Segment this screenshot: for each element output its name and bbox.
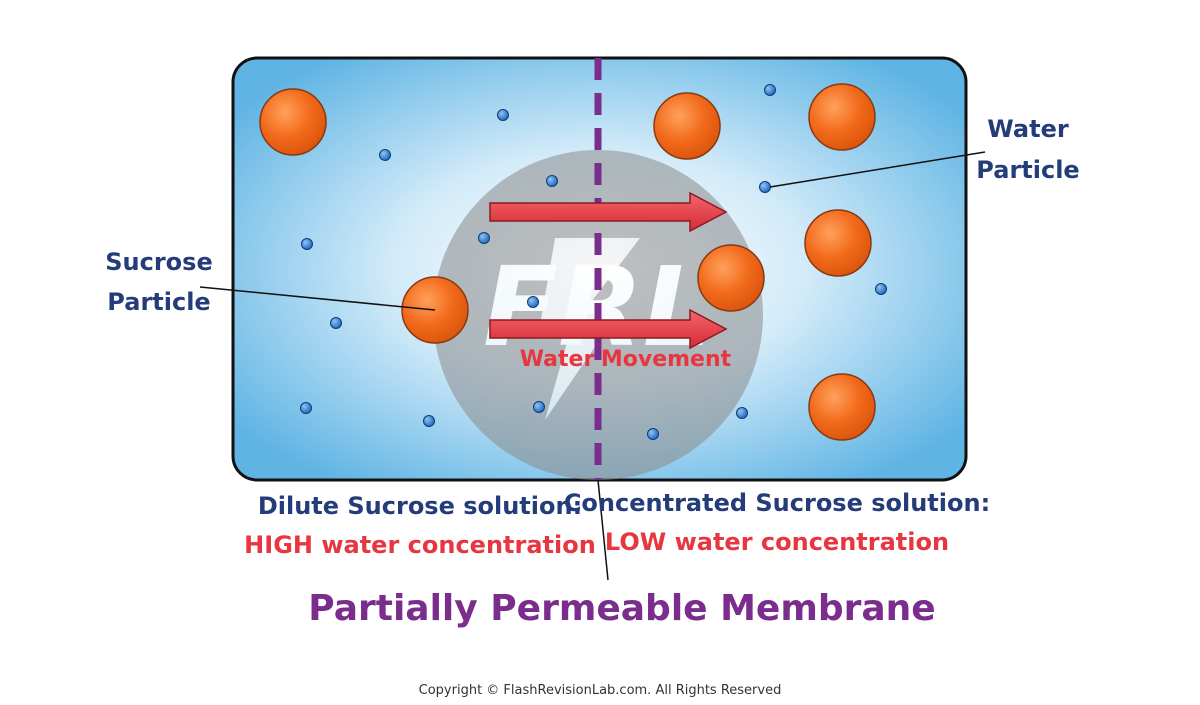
water-particle bbox=[546, 175, 558, 187]
water-particle bbox=[875, 283, 887, 295]
water-particle bbox=[497, 109, 509, 121]
arrow-lower bbox=[489, 308, 728, 350]
water-particle bbox=[647, 428, 659, 440]
water-movement-arrows bbox=[489, 191, 728, 350]
water-particle bbox=[330, 317, 342, 329]
water-particle bbox=[423, 415, 435, 427]
arrow-upper bbox=[489, 191, 728, 233]
sucrose-particle bbox=[697, 244, 765, 312]
sucrose-particle bbox=[259, 88, 327, 156]
sucrose-particle bbox=[808, 373, 876, 441]
water-particle bbox=[764, 84, 776, 96]
sucrose-particle bbox=[808, 83, 876, 151]
dilute-solution-title: Dilute Sucrose solution: bbox=[258, 492, 582, 520]
concentrated-solution-subtitle: LOW water concentration bbox=[605, 528, 949, 556]
water-particles bbox=[300, 84, 887, 440]
water-particle bbox=[301, 238, 313, 250]
sucrose-particle-label-line1: Sucrose bbox=[105, 248, 212, 276]
water-particle bbox=[759, 181, 771, 193]
membrane-label: Partially Permeable Membrane bbox=[308, 588, 935, 629]
membrane-pointer-line bbox=[597, 479, 609, 581]
water-particle bbox=[736, 407, 748, 419]
dilute-solution-subtitle: HIGH water concentration bbox=[244, 531, 596, 559]
water-movement-label-left: Water bbox=[520, 347, 595, 372]
concentrated-solution-title: Concentrated Sucrose solution: bbox=[564, 489, 990, 517]
water-particle bbox=[478, 232, 490, 244]
water-particle bbox=[379, 149, 391, 161]
sucrose-particle bbox=[653, 92, 721, 160]
water-movement-label-right: Movement bbox=[601, 347, 732, 372]
sucrose-particle-pointer-line bbox=[199, 286, 436, 311]
water-particle-label-line2: Particle bbox=[976, 156, 1079, 184]
sucrose-particle bbox=[804, 209, 872, 277]
water-particle bbox=[533, 401, 545, 413]
water-particle bbox=[527, 296, 539, 308]
water-particle-label-line1: Water bbox=[987, 115, 1069, 143]
sucrose-particle-label-line2: Particle bbox=[107, 288, 210, 316]
water-particle bbox=[300, 402, 312, 414]
copyright-notice: Copyright © FlashRevisionLab.com. All Ri… bbox=[418, 683, 782, 698]
water-particle-pointer-line bbox=[769, 151, 986, 188]
